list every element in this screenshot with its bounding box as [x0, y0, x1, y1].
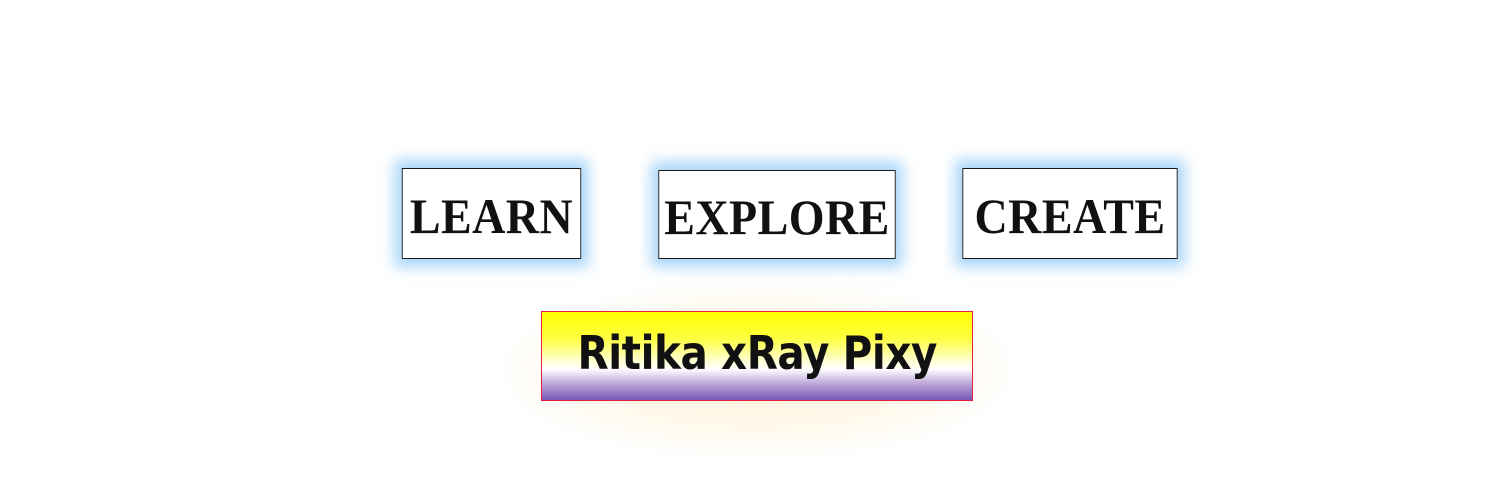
create-button-label: CREATE — [974, 187, 1166, 244]
brand-title: Ritika xRay Pixy — [577, 326, 937, 380]
learn-button-label: LEARN — [409, 187, 574, 244]
explore-button-label: EXPLORE — [664, 188, 890, 245]
brand-badge: Ritika xRay Pixy — [541, 311, 973, 401]
create-button[interactable]: CREATE — [962, 168, 1178, 259]
learn-button[interactable]: LEARN — [401, 168, 582, 259]
explore-button[interactable]: EXPLORE — [658, 170, 896, 259]
